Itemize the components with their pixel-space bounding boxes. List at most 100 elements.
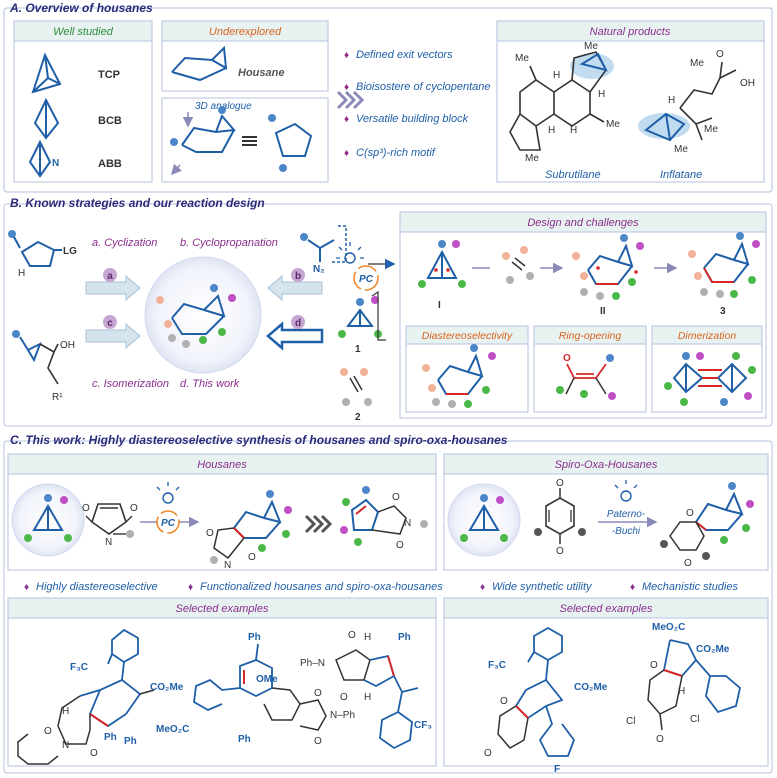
svg-text:♦: ♦ — [24, 582, 29, 593]
product-circle — [144, 256, 262, 374]
svg-text:O: O — [656, 734, 664, 745]
photocatalyst-arrow: PC — [140, 482, 200, 534]
svg-text:O: O — [248, 552, 256, 563]
housanes-header: Housanes — [197, 459, 247, 471]
lg-substrate: LG H — [8, 230, 77, 279]
atom-blue — [279, 164, 287, 172]
svg-text:1: 1 — [355, 344, 361, 355]
svg-text:O: O — [314, 688, 322, 699]
svg-text:H: H — [598, 89, 605, 100]
cyclization-label: a. Cyclization — [92, 237, 157, 249]
example-4: F₃C CO₂Me O O F — [484, 626, 608, 775]
svg-text:H: H — [364, 632, 371, 643]
svg-text:Me: Me — [584, 41, 598, 52]
cyclopropanation-label: b. Cyclopropanation — [180, 237, 278, 249]
diazo-substrate: N₂ — [300, 225, 347, 275]
svg-text:a: a — [107, 271, 113, 282]
photocatalyst-icon: PC — [336, 242, 379, 291]
svg-text:O: O — [563, 353, 571, 364]
natural-products-header: Natural products — [590, 26, 671, 38]
svg-text:Me: Me — [704, 124, 718, 135]
paterno-buchi-arrow: Paterno- -Buchi — [598, 480, 658, 537]
svg-text:F₃C: F₃C — [488, 660, 506, 671]
svg-text:N: N — [105, 537, 112, 548]
svg-text:I: I — [438, 300, 441, 311]
equivalence-sign — [242, 136, 257, 146]
svg-text:H: H — [364, 692, 371, 703]
svg-text:2: 2 — [355, 412, 361, 423]
svg-text:OH: OH — [740, 78, 755, 89]
selected-examples-header: Selected examples — [176, 603, 269, 615]
svg-text:PC: PC — [161, 518, 176, 529]
dimer-structure — [664, 352, 756, 406]
svg-text:b: b — [295, 271, 301, 282]
svg-text:O: O — [82, 503, 90, 514]
alkene-reagent — [502, 246, 534, 284]
svg-text:II: II — [600, 306, 606, 317]
subrutilane-structure: Me H H Me H H Me Me — [509, 41, 620, 164]
svg-text:H: H — [678, 686, 685, 697]
housane-label: Housane — [238, 67, 284, 79]
feature-bullets: ♦ Highly diastereoselective ♦ Functional… — [24, 581, 738, 593]
svg-text:♦: ♦ — [344, 50, 349, 61]
svg-text:OMe: OMe — [256, 674, 278, 685]
svg-text:♦: ♦ — [630, 582, 635, 593]
bcb-reactant — [460, 494, 508, 542]
svg-text:O: O — [650, 660, 658, 671]
svg-text:O: O — [716, 49, 724, 60]
svg-text:O: O — [44, 726, 52, 737]
feature-item: Versatile building block — [356, 113, 469, 125]
diastereo-header: Diastereoselectivity — [422, 330, 513, 342]
svg-text:Ph: Ph — [398, 632, 411, 643]
svg-text:Me: Me — [674, 144, 688, 155]
svg-text:CO₂Me: CO₂Me — [696, 644, 730, 655]
this-work-label: d. This work — [180, 378, 240, 390]
svg-text:O: O — [686, 508, 694, 519]
feature-item: Functionalized housanes and spiro-oxa-ho… — [200, 581, 443, 593]
svg-text:O: O — [556, 546, 564, 557]
svg-text:PC: PC — [359, 274, 374, 285]
feature-item: Mechanistic studies — [642, 581, 738, 593]
product-3: 3 — [688, 232, 760, 317]
strategy-badges: a b c d — [103, 268, 305, 329]
underexplored-header: Underexplored — [209, 26, 282, 38]
section-c: C. This work: Highly diastereoselective … — [3, 433, 773, 775]
section-b: B. Known strategies and our reaction des… — [3, 196, 773, 427]
svg-text:d: d — [295, 318, 301, 329]
feature-item: Highly diastereoselective — [36, 581, 158, 593]
bcb-label: BCB — [98, 115, 122, 127]
intermediate-i: I — [418, 240, 466, 311]
svg-text:O: O — [556, 478, 564, 489]
atom-blue — [218, 106, 226, 114]
well-studied-header: Well studied — [53, 26, 114, 38]
svg-text:H: H — [62, 706, 69, 717]
svg-text:♦: ♦ — [344, 148, 349, 159]
spiro-oxa-housane-product: O O — [660, 482, 754, 569]
example-3: Ph–N O O H H Ph CF₃ — [300, 630, 432, 750]
feature-item: C(sp³)-rich motif — [356, 147, 436, 159]
section-a-title: A. Overview of housanes — [9, 1, 153, 15]
this-work-arrow — [266, 321, 324, 351]
svg-text:O: O — [392, 492, 400, 503]
svg-text:3: 3 — [720, 306, 726, 317]
housane-structure — [171, 45, 228, 82]
svg-text:Ph: Ph — [238, 734, 251, 745]
subrutilane-label: Subrutilane — [545, 169, 601, 181]
svg-text:H: H — [668, 95, 675, 106]
svg-text:CO₂Me: CO₂Me — [574, 682, 608, 693]
feature-item: Wide synthetic utility — [492, 581, 593, 593]
dimerization-header: Dimerization — [678, 330, 737, 342]
svg-text:N₂: N₂ — [313, 264, 325, 275]
feature-list: ♦ Defined exit vectors ♦ Bioisostere of … — [344, 49, 491, 159]
section-a: A. Overview of housanes Well studied TCP… — [3, 1, 773, 193]
bicyclobutane-1: 1 — [338, 296, 382, 355]
svg-text:O: O — [90, 748, 98, 759]
svg-text:O: O — [484, 748, 492, 759]
svg-text:H: H — [548, 125, 555, 136]
svg-text:LG: LG — [63, 246, 77, 257]
tcp-label: TCP — [98, 69, 120, 81]
chevron-arrow-icon — [336, 90, 365, 110]
abb-structure — [28, 139, 52, 178]
svg-text:O: O — [206, 528, 214, 539]
